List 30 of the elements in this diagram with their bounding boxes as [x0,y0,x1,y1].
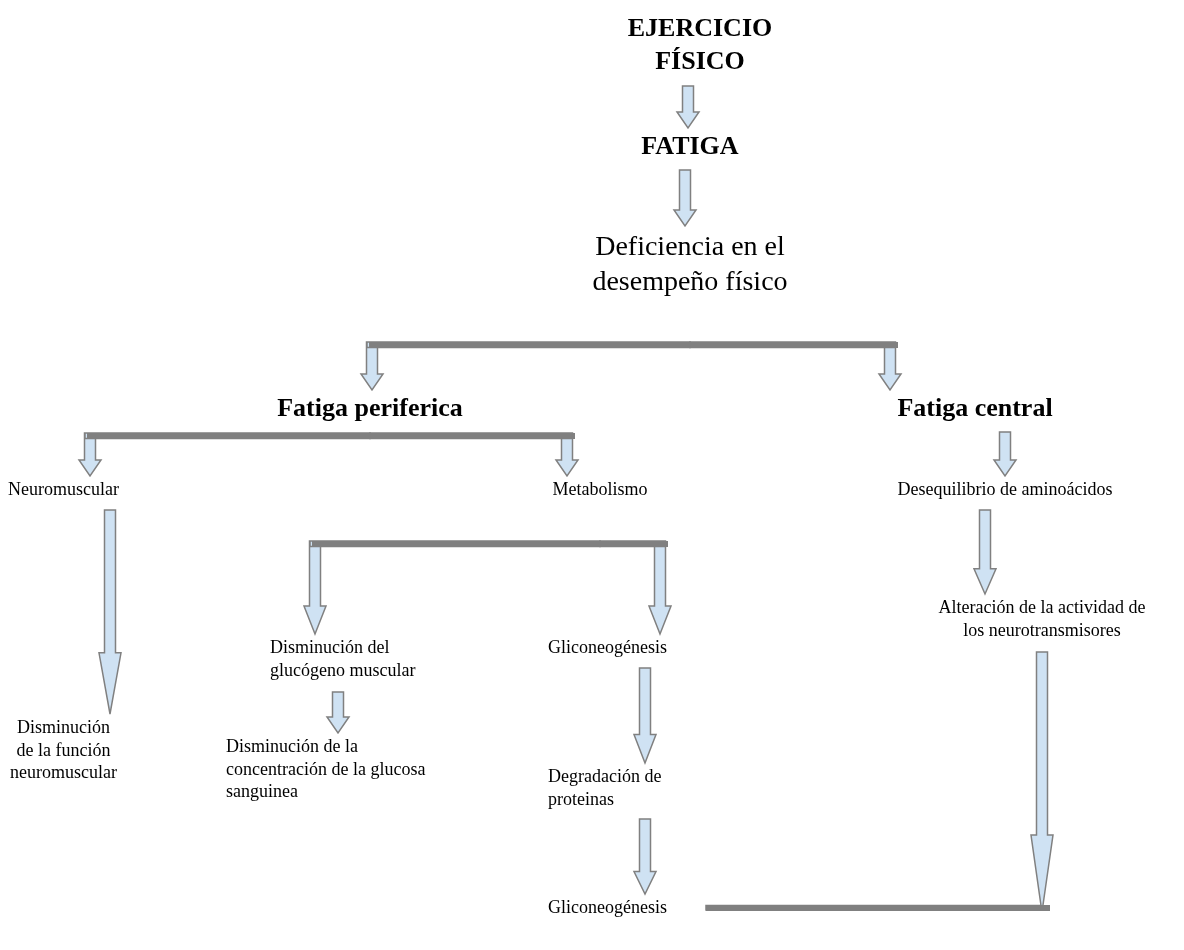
heading-text: FATIGA [610,130,770,163]
node-label: Disminución de la función neuromuscular [8,716,119,784]
block-arrow [77,432,371,478]
node-label: Metabolismo [535,478,665,501]
block-arrow [632,667,658,766]
node-label: Alteración de la actividad de los neurotransmisores [938,596,1146,641]
block-arrow [992,431,1018,478]
block-arrow [705,651,1054,911]
block-arrow [98,509,122,715]
node-label: Disminución de la concentración de la glucosa sanguinea [226,735,448,803]
node-label: Deficiencia en el desempeño físico [560,228,820,298]
block-arrow [672,169,698,228]
heading-text: EJERCICIO FÍSICO [600,12,800,77]
node-label: Gliconeogénesis [548,896,706,919]
node-label: Desequilibrio de aminoácidos [850,478,1160,501]
block-arrow [689,341,903,392]
heading-text: Fatiga central [860,392,1090,425]
node-label: Degradación de proteinas [548,765,708,810]
block-arrow [359,341,691,392]
block-arrow [599,540,673,637]
node-label: Disminución del glucógeno muscular [270,636,440,681]
block-arrow [675,85,701,130]
node-label: Neuromuscular [8,478,138,501]
block-arrow [325,691,351,735]
block-arrow [302,540,601,637]
block-arrow [632,818,658,896]
node-label: Gliconeogénesis [548,636,698,659]
block-arrow [369,432,580,478]
heading-text: Fatiga periferica [240,392,500,425]
block-arrow [972,509,998,596]
